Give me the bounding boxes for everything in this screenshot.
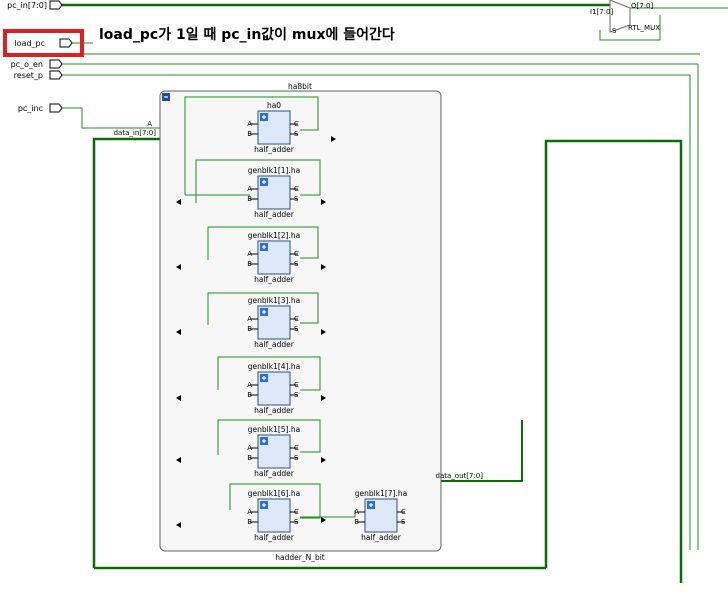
pin-a-label: A <box>247 315 252 323</box>
port-pc-in-label: pc_in[7:0] <box>7 1 47 10</box>
mux-out-label: O[7:0] <box>631 2 654 10</box>
adder-instance-label: genblk1[7].ha <box>355 489 407 498</box>
adder-instance-label: genblk1[5].ha <box>248 425 300 434</box>
pin-b-label: B <box>354 518 359 526</box>
input-port-icon <box>49 103 63 113</box>
input-ports: pc_in[7:0] load_pc pc_o_en reset_p pc_in… <box>7 0 73 113</box>
port-reset-p-label: reset_p <box>14 71 43 80</box>
pin-c-label: C <box>294 185 299 193</box>
pin-c-label: C <box>294 250 299 258</box>
pin-a-label: A <box>247 508 252 516</box>
pin-b-label: B <box>247 518 252 526</box>
module-instance-label: ha8bit <box>288 82 312 91</box>
input-port-icon <box>49 70 63 80</box>
port-pc-o-en[interactable]: pc_o_en <box>11 59 63 69</box>
pin-c-label: C <box>294 120 299 128</box>
adder-cell-label: half_adder <box>254 469 295 478</box>
port-pc-inc[interactable]: pc_inc <box>18 103 63 113</box>
module-pin-a: A <box>147 120 152 128</box>
pin-c-label: C <box>294 508 299 516</box>
pin-b-label: B <box>247 325 252 333</box>
input-port-icon <box>49 59 63 69</box>
pin-s-label: S <box>294 391 299 399</box>
module-ha8bit[interactable]: ha8bit hadder_N_bit A data_in[7:0] data_… <box>114 82 484 562</box>
pin-b-label: B <box>247 454 252 462</box>
annotation-title: load_pc가 1일 때 pc_in값이 mux에 들어간다 <box>99 26 395 43</box>
mux-in-label: I1[7:0] <box>590 8 614 16</box>
adder-instance-label: genblk1[6].ha <box>248 489 300 498</box>
top-wires <box>60 3 728 550</box>
pin-s-label: S <box>294 454 299 462</box>
pin-b-label: B <box>247 260 252 268</box>
input-port-icon <box>59 38 73 48</box>
pin-b-label: B <box>247 195 252 203</box>
pin-c-label: C <box>294 315 299 323</box>
half-adder-list: ha0ABCShalf_addergenblk1[1].haABCShalf_a… <box>247 101 407 542</box>
input-port-icon <box>49 0 63 10</box>
pin-c-label: C <box>401 508 406 516</box>
adder-instance-label: genblk1[2].ha <box>248 231 300 240</box>
module-pin-data-in: data_in[7:0] <box>114 129 157 137</box>
pin-a-label: A <box>354 508 359 516</box>
port-load-pc-label: load_pc <box>14 39 45 48</box>
pin-a-label: A <box>247 381 252 389</box>
highlight-box <box>3 29 84 57</box>
port-reset-p[interactable]: reset_p <box>14 70 63 80</box>
pin-c-label: C <box>294 444 299 452</box>
port-pc-in[interactable]: pc_in[7:0] <box>7 0 63 10</box>
pin-s-label: S <box>294 195 299 203</box>
pin-a-label: A <box>247 185 252 193</box>
adder-instance-label: genblk1[4].ha <box>248 362 300 371</box>
pin-s-label: S <box>294 130 299 138</box>
adder-loop-wires <box>184 96 356 519</box>
pin-a-label: A <box>247 250 252 258</box>
pin-b-label: B <box>247 130 252 138</box>
port-pc-inc-label: pc_inc <box>18 104 43 113</box>
adder-cell-label: half_adder <box>254 406 295 415</box>
adder-cell-label: half_adder <box>254 340 295 349</box>
mux-sel-label: S <box>612 27 617 35</box>
pin-a-label: A <box>247 120 252 128</box>
module-cell-label: hadder_N_bit <box>275 553 325 562</box>
port-load-pc[interactable]: load_pc <box>14 38 73 48</box>
adder-cell-label: half_adder <box>254 275 295 284</box>
pin-s-label: S <box>294 325 299 333</box>
mux-cell-label: RTL_MUX <box>628 24 660 32</box>
adder-cell-label: half_adder <box>254 145 295 154</box>
module-pin-data-out: data_out[7:0] <box>436 472 484 480</box>
adder-cell-label: half_adder <box>254 533 295 542</box>
pin-s-label: S <box>294 518 299 526</box>
rtl-mux[interactable]: O[7:0] I1[7:0] S RTL_MUX <box>590 0 660 35</box>
pin-s-label: S <box>401 518 406 526</box>
adder-instance-label: ha0 <box>267 101 281 110</box>
pin-b-label: B <box>247 391 252 399</box>
pin-a-label: A <box>247 444 252 452</box>
adder-cell-label: half_adder <box>254 210 295 219</box>
adder-instance-label: genblk1[1].ha <box>248 166 300 175</box>
port-pc-o-en-label: pc_o_en <box>11 60 43 69</box>
adder-instance-label: genblk1[3].ha <box>248 296 300 305</box>
pin-s-label: S <box>294 260 299 268</box>
adder-cell-label: half_adder <box>361 533 402 542</box>
bus-tap-arrows <box>176 136 336 528</box>
pin-c-label: C <box>294 381 299 389</box>
